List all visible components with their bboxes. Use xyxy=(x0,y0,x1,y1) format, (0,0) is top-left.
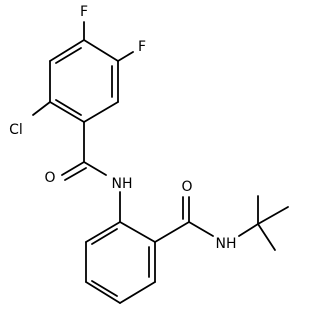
amide-oxygen-right-label: O xyxy=(181,179,192,195)
bond xyxy=(119,221,156,243)
double-bond-inner xyxy=(55,99,82,116)
bond-carbonyl-n xyxy=(83,161,107,176)
amide-nh-right-label: NH xyxy=(216,236,237,252)
bond xyxy=(49,39,85,62)
bond xyxy=(83,101,119,123)
lower-phenyl-ring xyxy=(85,221,156,304)
bond xyxy=(257,206,289,225)
bond xyxy=(85,221,121,243)
bond-ring-carbonyl-right xyxy=(154,221,190,243)
bond xyxy=(238,223,259,237)
chlorine-label: Cl xyxy=(9,122,23,138)
bond xyxy=(49,101,85,123)
amide-nh-left-label: NH xyxy=(112,176,133,192)
chlorodifluorophenyl-ring xyxy=(49,39,119,123)
fluorine-right-label: F xyxy=(138,39,146,55)
chemical-structure-diagram: F F Cl O NH O NH xyxy=(9,4,289,304)
bond xyxy=(83,39,119,62)
bond-carbonyl-o xyxy=(61,161,85,176)
bond xyxy=(119,281,156,304)
bond-c-cl xyxy=(32,101,51,116)
fluorine-top-label: F xyxy=(80,4,88,20)
bond-c-f-right xyxy=(117,51,134,62)
tert-butyl-group xyxy=(238,195,289,251)
bond xyxy=(257,223,276,251)
double-bond-inner xyxy=(91,280,118,297)
bond-carbonyl-n-right xyxy=(188,221,214,237)
bond xyxy=(85,281,121,304)
double-bond-inner xyxy=(91,228,118,245)
double-bond-inner xyxy=(55,47,82,64)
amide-oxygen-left-label: O xyxy=(44,170,55,186)
bond-carbonyl-o-double xyxy=(64,167,87,181)
